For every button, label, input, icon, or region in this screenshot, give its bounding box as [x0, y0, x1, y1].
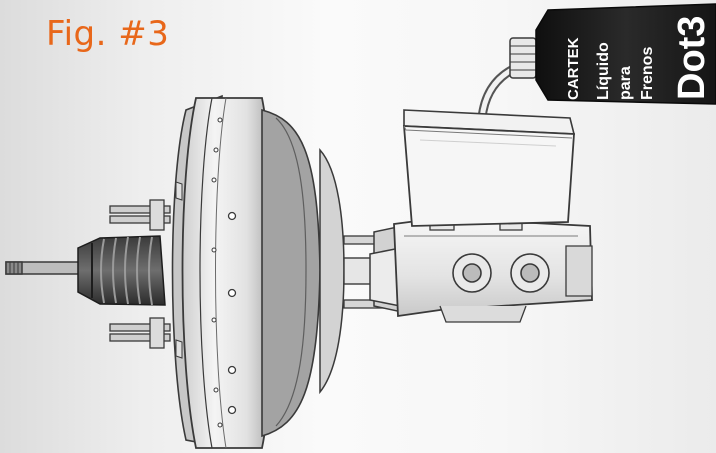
figure-label: Fig. #3: [46, 14, 170, 54]
booster-shell: [171, 94, 345, 449]
master-cylinder: [369, 213, 593, 323]
push-rod: [5, 261, 87, 275]
bottle-line-3: Frenos: [639, 47, 656, 100]
bottle-brand: CARTEK: [565, 37, 582, 100]
bottle-line-1: Líquido: [595, 42, 612, 100]
bottle-grade: Dot3: [671, 16, 713, 100]
fluid-reservoir: [403, 109, 576, 227]
bottle-line-2: para: [617, 66, 634, 100]
brake-fluid-bottle: CARTEK Líquido para Frenos Dot3: [509, 3, 716, 105]
rubber-boot: [77, 235, 166, 306]
mounting-studs-rear: [109, 199, 171, 349]
